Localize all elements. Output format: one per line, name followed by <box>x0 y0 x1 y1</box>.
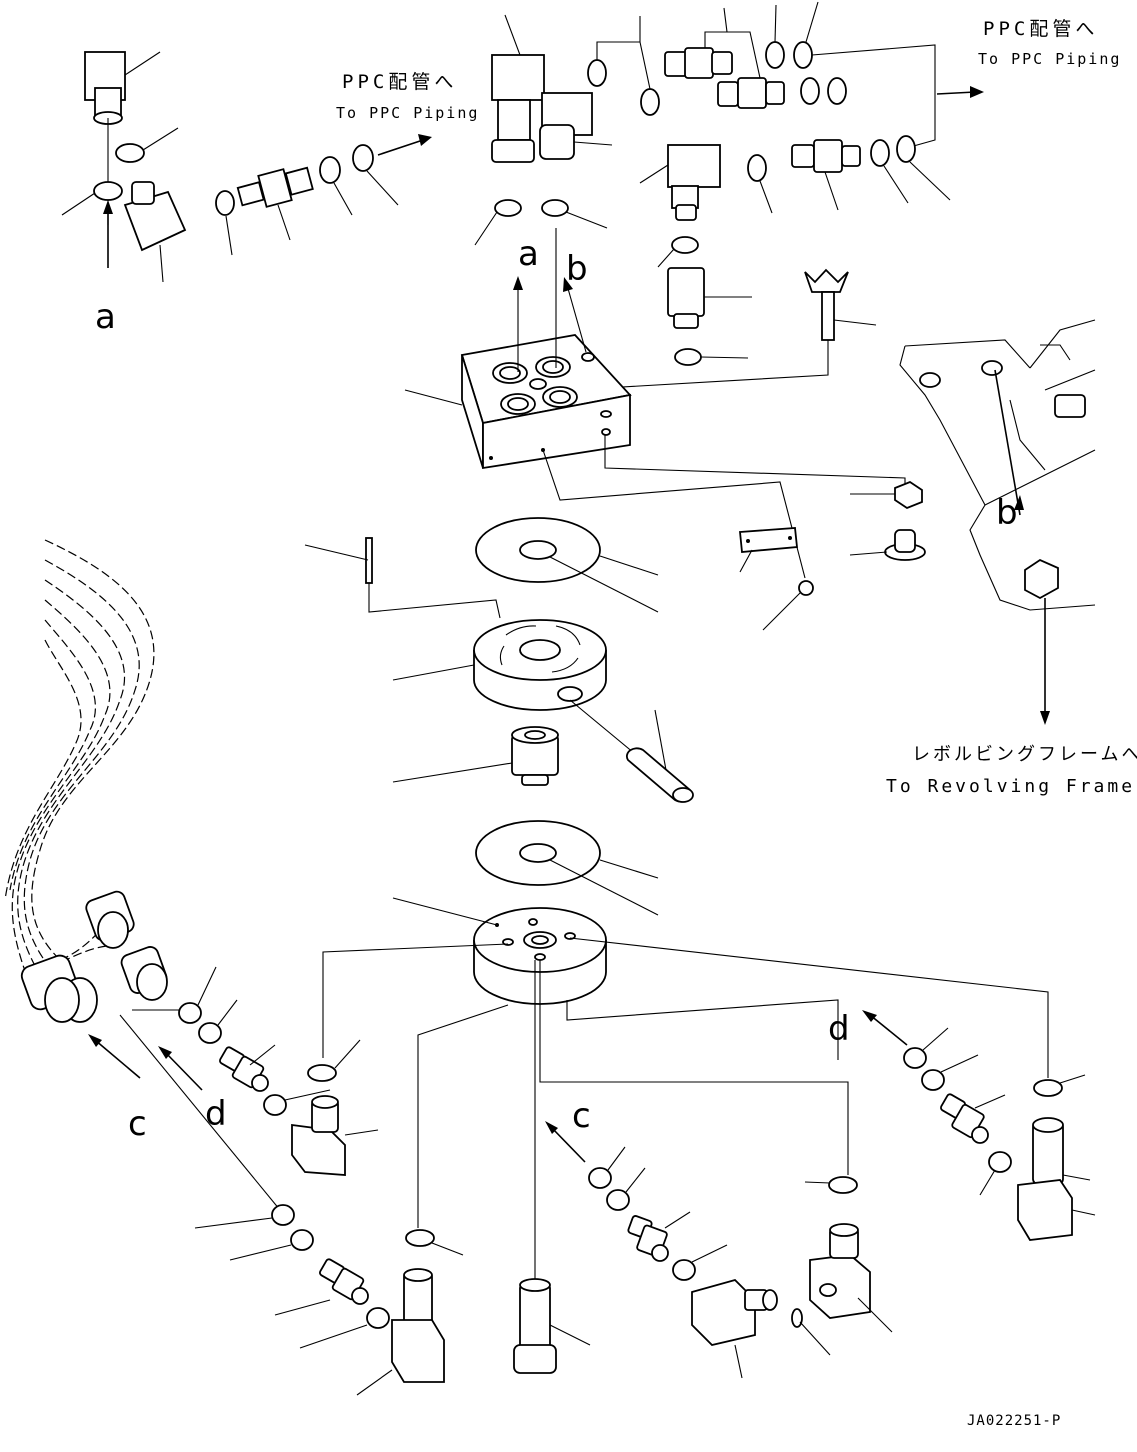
pin-left <box>304 537 501 619</box>
bottom-right-fittings <box>903 1027 1096 1241</box>
adapter-right <box>667 267 752 329</box>
ppc-piping-jp-right: PPC配管へ <box>983 18 1098 40</box>
ref-letter-b-center: b <box>566 249 588 289</box>
bottom-left-fittings <box>132 966 379 1176</box>
elbow-fitting-top-left <box>84 51 161 125</box>
o-ring-top-center <box>587 16 660 116</box>
elbow-fitting-right <box>639 144 721 221</box>
quick-coupler-left <box>20 890 168 1023</box>
wing-bolt <box>604 268 877 389</box>
ref-letter-c-left: c <box>128 1104 147 1144</box>
bottom-center-fittings <box>588 1146 893 1379</box>
ref-letter-a-left: a <box>95 297 116 337</box>
flanged-nut-right <box>849 529 926 561</box>
arrow-d-right <box>862 1010 908 1046</box>
revolving-frame-label: レボルビングフレームへ To Revolving Frame <box>886 744 1137 797</box>
arrow-ppc-right <box>936 86 984 98</box>
straight-fitting-right <box>747 135 951 214</box>
arrow-b-manifold <box>555 228 587 368</box>
elbow-fitting-top-center-2 <box>539 92 613 160</box>
ppc-piping-label-right: PPC配管へ To PPC Piping <box>978 18 1121 68</box>
ppc-piping-en-left: To PPC Piping <box>336 104 479 122</box>
arrow-b-frame <box>994 369 1024 516</box>
elbow-block-left <box>123 181 187 283</box>
shim-upper <box>475 517 659 613</box>
shim-lower <box>475 820 659 916</box>
bottom-left-fittings-2 <box>194 1204 464 1396</box>
ref-letter-d-left: d <box>205 1094 227 1134</box>
elbow-fitting-top-center-1 <box>491 14 545 163</box>
plug <box>392 726 559 786</box>
swivel-body <box>392 619 641 759</box>
ppc-piping-jp-left: PPC配管へ <box>342 71 457 93</box>
straight-fitting-top-center <box>664 7 785 109</box>
plate-right <box>739 527 814 631</box>
drawing-code: JA022251-P <box>967 1413 1061 1429</box>
nut-right <box>850 480 923 510</box>
revolving-frame-en: To Revolving Frame <box>886 776 1135 797</box>
arrow-c-left <box>88 1034 141 1079</box>
ref-letter-a-center: a <box>518 234 539 274</box>
manifold-block <box>404 334 632 470</box>
revolving-frame <box>899 319 1096 611</box>
arrow-a-left <box>103 200 113 268</box>
ppc-piping-en-right: To PPC Piping <box>978 50 1121 68</box>
o-rings-top-right <box>765 1 936 148</box>
o-ring-set-top-left <box>61 127 179 216</box>
spring-pin <box>625 709 694 803</box>
o-rings-manifold-top <box>474 199 749 366</box>
ppc-piping-label-left: PPC配管へ To PPC Piping <box>336 71 479 122</box>
swivel-base <box>322 897 1049 1280</box>
arrow-frame-down <box>1040 598 1050 725</box>
arrow-d-left <box>158 1046 203 1091</box>
ref-letter-c-center: c <box>572 1096 591 1136</box>
ref-letter-d-right: d <box>828 1009 850 1049</box>
arrow-ppc-left <box>377 134 432 156</box>
revolving-frame-jp: レボルビングフレームへ <box>912 744 1137 765</box>
arrow-c-center <box>545 1121 586 1163</box>
arrow-a-manifold <box>513 276 523 372</box>
ref-letter-b-right: b <box>996 493 1018 533</box>
straight-fitting-top-left <box>215 144 399 256</box>
cap-screw <box>513 1278 591 1374</box>
